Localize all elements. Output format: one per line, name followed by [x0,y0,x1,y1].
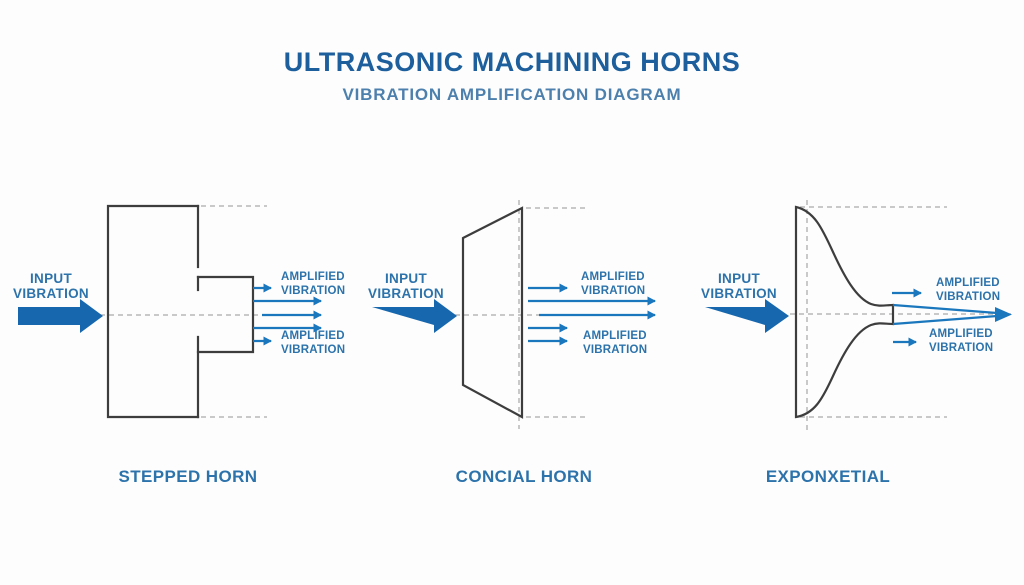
input-vibration-label: INPUT VIBRATION [700,271,778,301]
amplified-label-line1: AMPLIFIED [583,330,647,342]
input-vibration-arrow [372,299,457,333]
amplified-label-line1: AMPLIFIED [281,330,345,342]
amplified-vibration-label-bottom: AMPLIFIED VIBRATION [583,330,647,357]
input-label-line2: VIBRATION [701,286,777,301]
amplified-label-line1: AMPLIFIED [929,328,993,340]
amplified-label-line2: VIBRATION [281,343,346,356]
output-beam-upper-line [892,303,998,315]
exponential-horn-panel [705,200,1014,433]
amplified-vibration-label-top: AMPLIFIED VIBRATION [581,271,645,298]
conical-horn-panel [372,200,656,429]
amplified-label-line2: VIBRATION [583,343,648,356]
input-label-line1: INPUT [30,271,72,286]
amplified-label-line2: VIBRATION [929,341,994,354]
input-label-line1: INPUT [718,271,760,286]
input-label-line2: VIBRATION [368,286,444,301]
stepped-horn-step-outline [196,275,255,354]
amplified-label-line2: VIBRATION [936,290,1001,303]
amplified-label-line1: AMPLIFIED [281,271,345,283]
caption-conical-horn: CONCIAL HORN [455,467,593,486]
caption-stepped-horn: STEPPED HORN [118,467,258,486]
input-label-line1: INPUT [385,271,427,286]
amplified-label-line2: VIBRATION [281,284,346,297]
input-vibration-label: INPUT VIBRATION [367,271,445,301]
input-vibration-label: INPUT VIBRATION [12,271,90,301]
amplified-vibration-label-bottom: AMPLIFIED VIBRATION [929,328,993,355]
input-label-line2: VIBRATION [13,286,89,301]
amplified-vibration-label-top: AMPLIFIED VIBRATION [936,277,1000,304]
amplified-label-line1: AMPLIFIED [581,271,645,283]
stepped-horn-panel [18,204,322,419]
output-beam-lower-line [892,314,998,326]
amplified-label-line2: VIBRATION [581,284,646,297]
amplified-label-line1: AMPLIFIED [936,277,1000,289]
input-vibration-arrow [18,299,103,333]
page-title: ULTRASONIC MACHINING HORNS [283,47,741,77]
output-beam-arrowhead [995,307,1012,322]
exponential-horn-outline [794,205,895,419]
amplified-vibration-label-top: AMPLIFIED VIBRATION [281,271,345,298]
stepped-horn-body-outline [106,204,200,419]
input-vibration-arrow [705,299,789,333]
amplified-vibration-label-bottom: AMPLIFIED VIBRATION [281,330,345,357]
caption-exponential-horn: EXPONXETIAL [765,467,891,486]
conical-horn-outline [461,206,524,419]
page-subtitle: VIBRATION AMPLIFICATION DIAGRAM [342,85,682,104]
